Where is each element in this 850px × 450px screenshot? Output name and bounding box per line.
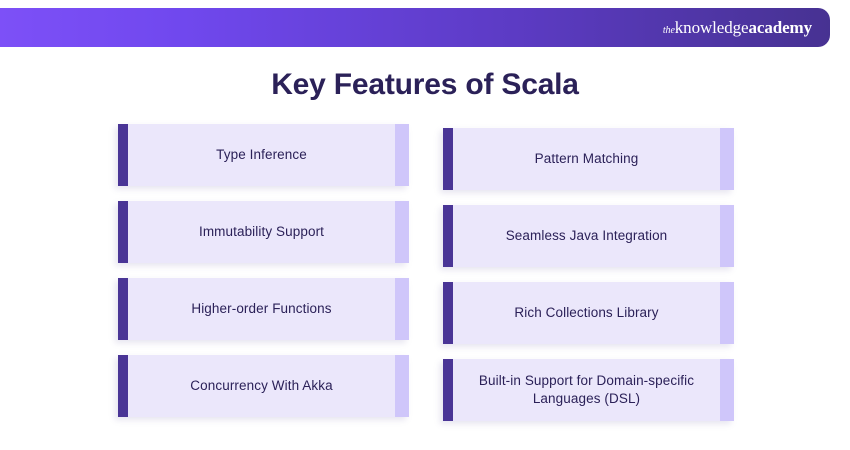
card-accent-bar-left [443,128,453,190]
feature-column-left: Type Inference Immutability Support High… [118,124,409,417]
brand-logo-prefix: the [662,24,675,36]
card-body: Pattern Matching [453,128,720,190]
card-body: Type Inference [128,124,395,186]
feature-card[interactable]: Immutability Support [118,201,409,263]
card-body: Concurrency With Akka [128,355,395,417]
page-title: Key Features of Scala [271,68,579,101]
card-accent-bar-right [720,282,734,344]
feature-label: Built-in Support for Domain-specific Lan… [478,373,695,406]
card-accent-bar-left [118,124,128,186]
card-body: Higher-order Functions [128,278,395,340]
feature-label: Higher-order Functions [191,301,332,317]
card-accent-bar-right [720,359,734,421]
feature-column-right: Pattern Matching Seamless Java Integrati… [443,128,734,421]
feature-label: Rich Collections Library [514,305,659,321]
card-accent-bar-right [395,355,409,417]
card-body: Built-in Support for Domain-specific Lan… [453,359,720,421]
card-body: Seamless Java Integration [453,205,720,267]
feature-label: Seamless Java Integration [505,228,668,244]
card-accent-bar-left [118,201,128,263]
feature-card[interactable]: Pattern Matching [443,128,734,190]
feature-label: Immutability Support [198,224,325,240]
card-accent-bar-right [720,205,734,267]
card-accent-bar-right [395,278,409,340]
card-accent-bar-right [395,124,409,186]
header-bar: theknowledgeacademy [0,8,830,47]
feature-card[interactable]: Concurrency With Akka [118,355,409,417]
card-accent-bar-left [118,355,128,417]
card-body: Rich Collections Library [453,282,720,344]
card-accent-bar-left [443,282,453,344]
card-accent-bar-right [395,201,409,263]
card-accent-bar-left [443,205,453,267]
feature-card[interactable]: Seamless Java Integration [443,205,734,267]
card-body: Immutability Support [128,201,395,263]
feature-label: Pattern Matching [534,151,639,167]
feature-card[interactable]: Rich Collections Library [443,282,734,344]
feature-card[interactable]: Higher-order Functions [118,278,409,340]
feature-card[interactable]: Type Inference [118,124,409,186]
feature-label: Type Inference [216,147,307,163]
card-accent-bar-left [118,278,128,340]
brand-logo-word-academy: academy [748,17,812,37]
brand-logo-word-knowledge: knowledge [674,17,749,37]
feature-label: Concurrency With Akka [190,378,333,394]
feature-grid: Type Inference Immutability Support High… [118,124,734,430]
card-accent-bar-left [443,359,453,421]
feature-card[interactable]: Built-in Support for Domain-specific Lan… [443,359,734,421]
brand-logo[interactable]: theknowledgeacademy [663,19,812,37]
card-accent-bar-right [720,128,734,190]
